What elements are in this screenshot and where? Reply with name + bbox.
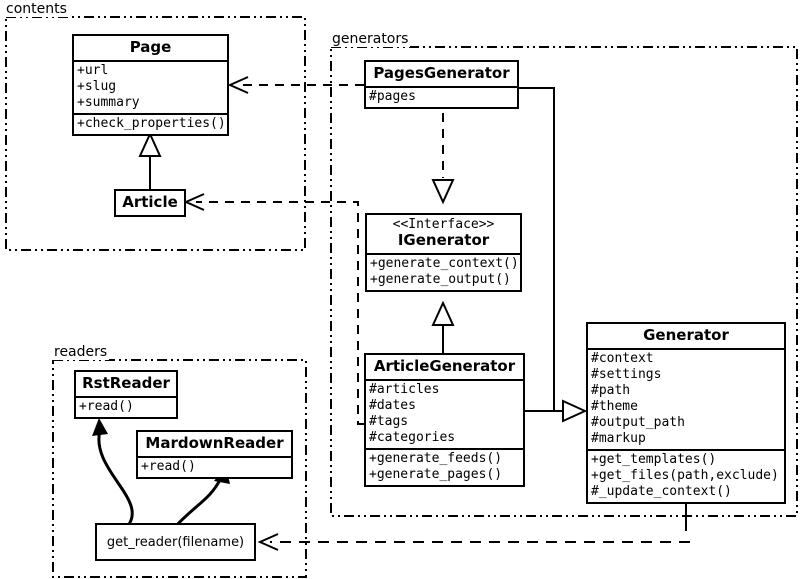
- method-row: +read(): [141, 458, 196, 474]
- class-title-pages-generator: PagesGenerator: [373, 64, 510, 82]
- class-attributes-generator: #context #settings #path #theme #output_…: [588, 347, 784, 449]
- method-row: +get_files(path,exclude): [591, 467, 779, 483]
- function-label-get-reader: get_reader(filename): [106, 534, 245, 550]
- class-title-article-generator: ArticleGenerator: [373, 357, 516, 375]
- method-row: +generate_output(): [370, 271, 511, 287]
- class-box-page[interactable]: Page +url +slug +summary +check_properti…: [72, 34, 229, 136]
- class-attributes-article-generator: #articles #dates #tags #categories: [366, 378, 523, 448]
- class-attributes-pages-generator: #pages: [366, 85, 517, 107]
- class-title-generator: Generator: [643, 326, 729, 344]
- class-stereotype-igenerator: <<Interface>>: [392, 217, 495, 232]
- attribute-row: +slug: [77, 78, 117, 94]
- class-name-igenerator: IGenerator: [397, 231, 490, 250]
- attribute-row: #categories: [369, 429, 456, 445]
- class-methods-igenerator: +generate_context() +generate_output(): [367, 252, 520, 290]
- class-methods-generator: +get_templates() +get_files(path,exclude…: [588, 448, 784, 502]
- attribute-row: #path: [591, 382, 631, 398]
- class-box-pages-generator[interactable]: PagesGenerator #pages: [364, 60, 519, 109]
- class-title-mardown-reader: MardownReader: [145, 434, 284, 452]
- class-title-igenerator: <<Interface>> IGenerator: [367, 215, 520, 253]
- package-label-contents: contents: [4, 1, 69, 17]
- package-label-readers: readers: [52, 344, 110, 360]
- class-title-page: Page: [129, 38, 172, 56]
- attribute-row: #settings: [591, 366, 662, 382]
- relation-articlegenerator-to-igenerator: [431, 300, 455, 353]
- class-title-rst-reader: RstReader: [82, 374, 170, 392]
- package-label-generators: generators: [330, 31, 411, 47]
- method-row: +check_properties(): [77, 115, 226, 131]
- method-row: #_update_context(): [591, 483, 732, 499]
- relation-getreader-to-rstreader: [92, 418, 134, 528]
- package-frame-contents: [5, 16, 306, 251]
- attribute-row: #dates: [369, 397, 416, 413]
- class-box-igenerator[interactable]: <<Interface>> IGenerator +generate_conte…: [365, 213, 522, 292]
- attribute-row: #theme: [591, 398, 638, 414]
- class-box-article[interactable]: Article: [114, 189, 186, 217]
- class-box-generator[interactable]: Generator #context #settings #path #them…: [586, 322, 786, 504]
- method-row: +generate_feeds(): [369, 450, 503, 466]
- class-box-mardown-reader[interactable]: MardownReader +read(): [136, 430, 293, 479]
- method-row: +read(): [79, 398, 134, 414]
- class-box-article-generator[interactable]: ArticleGenerator #articles #dates #tags …: [364, 353, 525, 487]
- class-methods-article-generator: +generate_feeds() +generate_pages(): [366, 447, 523, 485]
- class-methods-page: +check_properties(): [74, 112, 227, 134]
- relation-article-to-page: [138, 131, 162, 190]
- relation-pagesgenerator-to-page: [227, 76, 364, 94]
- class-methods-mardown-reader: +read(): [138, 455, 291, 477]
- attribute-row: #pages: [369, 88, 416, 104]
- relation-generator-to-getreader: [257, 500, 690, 551]
- class-methods-rst-reader: +read(): [76, 395, 176, 417]
- attribute-row: #context: [591, 350, 654, 366]
- relation-articlegenerator-to-article: [183, 193, 364, 425]
- class-title-article: Article: [122, 193, 178, 211]
- method-row: +generate_pages(): [369, 466, 503, 482]
- attribute-row: #markup: [591, 430, 646, 446]
- class-box-rst-reader[interactable]: RstReader +read(): [74, 370, 178, 419]
- class-attributes-page: +url +slug +summary: [74, 59, 227, 113]
- relation-pagesgenerator-to-igenerator: [431, 113, 455, 205]
- attribute-row: +url: [77, 62, 109, 78]
- attribute-row: +summary: [77, 94, 140, 110]
- attribute-row: #output_path: [591, 414, 685, 430]
- function-box-get-reader[interactable]: get_reader(filename): [95, 523, 256, 561]
- attribute-row: #tags: [369, 413, 409, 429]
- method-row: +get_templates(): [591, 451, 717, 467]
- relation-generators-to-generator: [519, 87, 588, 423]
- method-row: +generate_context(): [370, 255, 519, 271]
- attribute-row: #articles: [369, 381, 440, 397]
